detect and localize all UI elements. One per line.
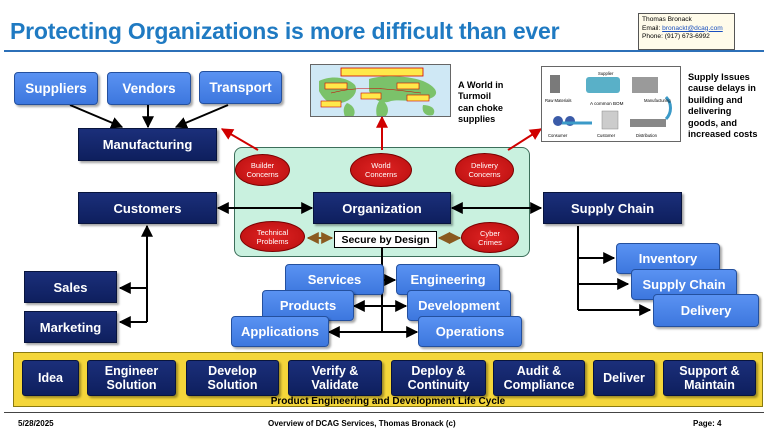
organization-box: Organization xyxy=(313,192,451,224)
manufacturing-box: Manufacturing xyxy=(78,128,217,161)
delivery-concerns-line1: Delivery xyxy=(470,161,499,170)
stage-verify-validate: Verify &Validate xyxy=(288,360,382,396)
sales-box: Sales xyxy=(24,271,117,303)
supply-note-line4: delivering xyxy=(688,106,732,117)
page-title: Protecting Organizations is more difficu… xyxy=(10,18,560,44)
cyber-crimes-line1: Cyber xyxy=(479,228,500,238)
stage-audit-line1: Audit & xyxy=(516,364,562,378)
stage-support-line1: Support & xyxy=(679,364,740,378)
consumer-label: Consumer xyxy=(548,133,568,138)
customers-box: Customers xyxy=(78,192,217,224)
builder-concerns-line1: Builder xyxy=(250,161,275,170)
contact-phone-row: Phone: (917) 673-6992 xyxy=(642,33,731,42)
stage-deploy-line1: Deploy & xyxy=(411,364,466,378)
stage-deliver-label: Deliver xyxy=(603,371,645,385)
contact-phone: (917) 673-6992 xyxy=(664,33,710,41)
contact-email-row: Email: bronackt@dcag.com xyxy=(642,25,731,34)
contact-email-link[interactable]: bronackt@dcag.com xyxy=(662,24,723,32)
cyber-crimes-line2: Crimes xyxy=(478,237,502,247)
world-map-image xyxy=(310,64,451,117)
stage-idea-label: Idea xyxy=(37,371,63,385)
raw-materials-label: Raw Materials xyxy=(545,98,572,103)
stage-support-line2: Maintain xyxy=(684,378,735,392)
stage-engineer-line1: Engineer xyxy=(104,364,159,378)
supply-issues-note: Supply Issues cause delays in building a… xyxy=(688,72,757,140)
stage-verify-line1: Verify & xyxy=(311,364,359,378)
services-box: Services xyxy=(285,264,384,295)
world-concerns-line2: Concerns xyxy=(364,170,398,179)
stage-deploy-continuity: Deploy &Continuity xyxy=(391,360,486,396)
stage-audit-compliance: Audit &Compliance xyxy=(493,360,585,396)
world-turmoil-note: A World in Turmoil can choke supplies xyxy=(458,80,503,126)
supply-note-line2: cause delays in xyxy=(688,83,756,94)
supply-chain-box: Supply Chain xyxy=(543,192,682,224)
footer-center-text: Overview of DCAG Services, Thomas Bronac… xyxy=(268,419,456,428)
delivery-concerns-line2: Concerns xyxy=(468,170,501,179)
supplier-label: Supplier xyxy=(598,71,614,76)
manufacturing-image-label: Manufacturing xyxy=(644,98,671,103)
contact-name: Thomas Bronack xyxy=(642,16,692,23)
title-divider xyxy=(4,50,764,52)
customer-label: Customer xyxy=(597,133,616,138)
stage-engineer-line2: Solution xyxy=(106,378,157,392)
products-box: Products xyxy=(262,290,354,321)
contact-email-label: Email: xyxy=(642,24,661,32)
world-note-line1: A World in xyxy=(458,80,504,90)
stage-verify-line2: Validate xyxy=(311,378,359,392)
supply-note-line1: Supply Issues xyxy=(688,72,750,82)
vendors-box: Vendors xyxy=(107,72,191,105)
operations-box: Operations xyxy=(418,316,522,347)
supply-chain-image: Raw Materials Supplier A common BOM Manu… xyxy=(541,66,681,142)
stage-deploy-line2: Continuity xyxy=(407,378,470,392)
stage-audit-line2: Compliance xyxy=(503,378,575,392)
world-concerns-line1: World xyxy=(371,161,391,170)
footer-divider xyxy=(4,412,764,413)
contact-phone-label: Phone: xyxy=(642,33,663,41)
suppliers-box: Suppliers xyxy=(14,72,98,105)
stage-support-maintain: Support &Maintain xyxy=(663,360,756,396)
inventory-box: Inventory xyxy=(616,243,720,274)
world-note-line2: Turmoil xyxy=(458,91,492,102)
stage-deliver: Deliver xyxy=(593,360,655,396)
stage-develop-line2: Solution xyxy=(207,378,258,392)
distribution-label: Distribution xyxy=(636,133,657,138)
stage-idea: Idea xyxy=(22,360,79,396)
technical-problems-line1: Technical xyxy=(256,227,289,237)
applications-box: Applications xyxy=(231,316,329,347)
builder-concerns-line2: Concerns xyxy=(246,170,279,179)
secure-by-design-label: Secure by Design xyxy=(334,231,437,248)
supply-note-line3: building and xyxy=(688,94,743,105)
stage-develop-line1: Develop xyxy=(208,364,257,378)
transport-box: Transport xyxy=(199,71,282,104)
supply-note-line6: increased costs xyxy=(688,129,758,140)
world-note-line4: supplies xyxy=(458,114,496,125)
footer-page-number: Page: 4 xyxy=(693,419,722,428)
common-bom-label: A common BOM xyxy=(590,101,624,106)
world-note-line3: can choke xyxy=(458,102,503,113)
development-box: Development xyxy=(407,290,511,321)
delivery-box: Delivery xyxy=(653,294,759,327)
supply-note-line5: goods, and xyxy=(688,117,737,128)
contact-card: Thomas Bronack Email: bronackt@dcag.com … xyxy=(638,13,735,50)
world-map-illustration xyxy=(311,65,450,116)
lifecycle-caption: Product Engineering and Development Life… xyxy=(270,396,506,407)
supply-chain-illustration xyxy=(542,67,680,141)
marketing-box: Marketing xyxy=(24,311,117,343)
footer-date: 5/28/2025 xyxy=(18,419,54,428)
technical-problems-line2: Problems xyxy=(256,236,289,246)
